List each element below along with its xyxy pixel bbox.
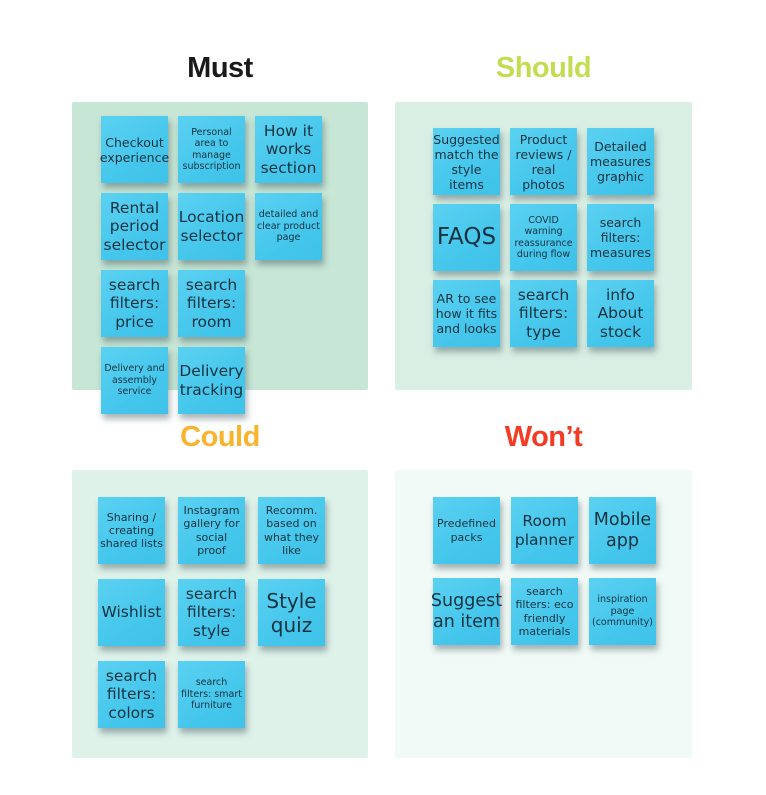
sticky-note-text: Recomm. based on what they like (263, 504, 320, 557)
section-title: Should (495, 52, 592, 84)
sticky-note-text: Product reviews / real photos (515, 131, 572, 192)
sticky-note-text: search filters: eco friendly materials (515, 585, 574, 638)
sticky-note[interactable]: search filters: eco friendly materials (511, 578, 578, 645)
sticky-note[interactable]: Rental period selector (101, 193, 168, 260)
sticky-note[interactable]: Detailed measures graphic (587, 128, 654, 195)
sticky-note[interactable]: Checkout experience (99, 116, 170, 183)
sticky-note[interactable]: search filters: colors (98, 661, 165, 728)
sticky-note-text: search filters: type (517, 285, 570, 341)
note-row: search filters: colors search filters: s… (98, 661, 368, 728)
notes-grid: Predefined packs Room planner Mobile app… (395, 470, 692, 645)
section-panel: Predefined packs Room planner Mobile app… (395, 470, 692, 758)
sticky-note-text: Suggest an item (430, 590, 503, 632)
sticky-note-text: search filters: smart furniture (181, 677, 242, 712)
sticky-note[interactable]: Room planner (511, 497, 578, 564)
sticky-note-text: Rental period selector (103, 198, 166, 254)
sticky-note[interactable]: AR to see how it fits and looks (433, 280, 500, 347)
sticky-note-text: search filters: price (108, 275, 161, 331)
sticky-note[interactable]: Personal area to manage subscription (178, 116, 245, 183)
sticky-note[interactable]: Instagram gallery for social proof (178, 497, 245, 564)
sticky-note-text: Suggested match the style items (433, 131, 500, 192)
sticky-note[interactable]: How it works section (255, 116, 322, 183)
notes-grid: Checkout experience Personal area to man… (72, 102, 368, 414)
section-panel: Sharing / creating shared lists Instagra… (72, 470, 368, 758)
note-row: Suggest an item search filters: eco frie… (430, 578, 692, 645)
note-row: Predefined packs Room planner Mobile app (433, 497, 692, 564)
sticky-note-text: Predefined packs (437, 517, 496, 544)
sticky-note[interactable]: search filters: style (178, 579, 245, 646)
sticky-note-text: search filters: room (185, 275, 238, 331)
sticky-note[interactable]: Style quiz (258, 579, 325, 646)
sticky-note[interactable]: Mobile app (589, 497, 656, 564)
sticky-note-text: info About stock (597, 285, 644, 341)
sticky-note-text: Mobile app (593, 509, 652, 551)
sticky-note-text: search filters: style (185, 584, 238, 640)
notes-grid: Suggested match the style items Product … (395, 102, 692, 347)
sticky-note[interactable]: search filters: type (510, 280, 577, 347)
sticky-note[interactable]: search filters: price (101, 270, 168, 337)
sticky-note-text: COVID warning reassurance during flow (514, 214, 573, 260)
sticky-note-text: Instagram gallery for social proof (183, 504, 240, 557)
sticky-note-text: Detailed measures graphic (589, 139, 652, 184)
note-row: Wishlist search filters: style Style qui… (98, 579, 368, 646)
sticky-note-text: How it works section (260, 121, 317, 177)
sticky-note[interactable]: Suggest an item (430, 578, 503, 645)
sticky-note[interactable]: info About stock (587, 280, 654, 347)
notes-grid: Sharing / creating shared lists Instagra… (72, 470, 368, 728)
note-row: search filters: price search filters: ro… (101, 270, 368, 337)
sticky-note[interactable]: search filters: measures (587, 204, 654, 271)
sticky-note[interactable]: inspiration page (community) (589, 578, 656, 645)
sticky-note[interactable]: Recomm. based on what they like (258, 497, 325, 564)
note-row: FAQS COVID warning reassurance during fl… (433, 204, 692, 271)
sticky-note-text: inspiration page (community) (592, 594, 653, 629)
sticky-note[interactable]: Predefined packs (433, 497, 500, 564)
sticky-note-text: Checkout experience (99, 134, 170, 165)
sticky-note-text: search filters: measures (589, 215, 652, 260)
note-row: Sharing / creating shared lists Instagra… (98, 497, 368, 564)
sticky-note-text: search filters: colors (105, 666, 158, 722)
note-row: Checkout experience Personal area to man… (99, 116, 368, 183)
sticky-note[interactable]: Sharing / creating shared lists (98, 497, 165, 564)
section-title: Could (180, 421, 260, 453)
sticky-note[interactable]: Location selector (178, 193, 245, 260)
sticky-note-text: AR to see how it fits and looks (435, 291, 498, 336)
note-row: Delivery and assembly service Delivery t… (101, 347, 368, 414)
sticky-note-text: FAQS (436, 223, 497, 250)
sticky-note-text: Personal area to manage subscription (182, 126, 241, 172)
sticky-note[interactable]: FAQS (433, 204, 500, 271)
sticky-note[interactable]: search filters: smart furniture (178, 661, 245, 728)
sticky-note-text: Room planner (514, 511, 575, 549)
sticky-note[interactable]: detailed and clear product page (255, 193, 322, 260)
sticky-note-text: Delivery tracking (179, 361, 244, 399)
sticky-note[interactable]: Suggested match the style items (433, 128, 500, 195)
note-row: Suggested match the style items Product … (433, 128, 692, 195)
sticky-note[interactable]: Delivery tracking (178, 347, 245, 414)
sticky-note-text: Sharing / creating shared lists (100, 510, 163, 551)
sticky-note-text: detailed and clear product page (257, 209, 320, 244)
sticky-note[interactable]: Product reviews / real photos (510, 128, 577, 195)
sticky-note[interactable]: search filters: room (178, 270, 245, 337)
section-title: Won’t (504, 421, 583, 453)
sticky-note-text: Location selector (178, 207, 245, 245)
sticky-note[interactable]: Delivery and assembly service (101, 347, 168, 414)
note-row: Rental period selector Location selector… (101, 193, 368, 260)
sticky-note-text: Style quiz (266, 588, 317, 637)
sticky-note[interactable]: Wishlist (98, 579, 165, 646)
sticky-note-text: Wishlist (101, 603, 162, 622)
section-title: Must (187, 52, 253, 84)
sticky-note[interactable]: COVID warning reassurance during flow (510, 204, 577, 271)
note-row: AR to see how it fits and looks search f… (433, 280, 692, 347)
section-panel: Suggested match the style items Product … (395, 102, 692, 390)
section-panel: Checkout experience Personal area to man… (72, 102, 368, 414)
sticky-note-text: Delivery and assembly service (104, 363, 165, 398)
